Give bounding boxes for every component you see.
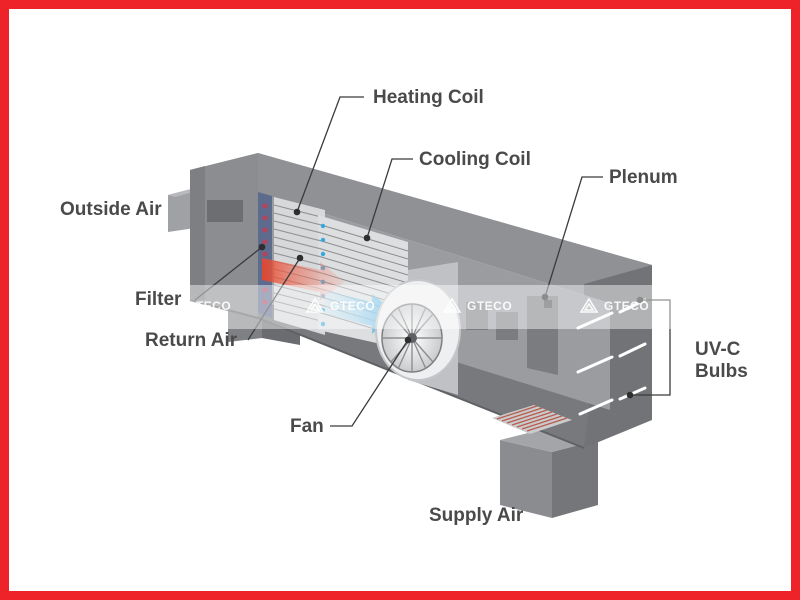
plenum-label: Plenum bbox=[609, 167, 678, 188]
partition-opening bbox=[496, 312, 518, 340]
watermark-text: GTECO bbox=[42, 299, 88, 313]
cooling-coil-label: Cooling Coil bbox=[419, 149, 531, 170]
gteco-logo-icon bbox=[702, 298, 722, 313]
watermark-text: GTECO bbox=[727, 299, 773, 313]
watermark: GTECO bbox=[442, 298, 512, 314]
uv-c-label-line2: Bulbs bbox=[695, 361, 748, 382]
watermark-band bbox=[9, 285, 791, 329]
gteco-logo-icon bbox=[161, 298, 181, 313]
return-air-leader bbox=[247, 257, 301, 341]
callout-dots bbox=[258, 208, 644, 399]
watermark: GTECO bbox=[161, 298, 231, 314]
outside-air-opening bbox=[207, 200, 243, 222]
gteco-logo-icon bbox=[17, 298, 37, 313]
uv-c-leader bbox=[630, 299, 671, 396]
supply-grille bbox=[492, 405, 572, 434]
filter-panel bbox=[258, 192, 272, 318]
plenum-leader bbox=[544, 176, 603, 298]
watermark: GTECO bbox=[579, 298, 649, 314]
plenum-box bbox=[527, 296, 558, 375]
heating-coil-label: Heating Coil bbox=[373, 87, 484, 108]
filter-label: Filter bbox=[135, 289, 182, 310]
fan-leader bbox=[330, 339, 409, 427]
return-air-label: Return Air bbox=[145, 330, 238, 351]
watermark-text: GTECO bbox=[330, 299, 376, 313]
fan-label: Fan bbox=[290, 416, 324, 437]
filter-leader bbox=[194, 246, 263, 301]
watermark: GTECO bbox=[305, 298, 375, 314]
supply-air-duct bbox=[500, 428, 598, 518]
cooling-coil-leader bbox=[366, 158, 413, 239]
watermark: GTECO bbox=[17, 298, 87, 314]
heating-coil-leader bbox=[296, 96, 364, 213]
fan-assembly bbox=[375, 262, 461, 395]
watermark-text: GTECO bbox=[467, 299, 513, 313]
partition-opening bbox=[466, 302, 488, 330]
warm-airflow-arrow bbox=[262, 258, 345, 300]
uv-c-label-line1: UV-C bbox=[695, 339, 741, 360]
outside-air-label: Outside Air bbox=[60, 199, 162, 220]
watermark-text: GTECO bbox=[604, 299, 650, 313]
supply-air-label: Supply Air bbox=[429, 505, 524, 526]
gteco-logo-icon bbox=[579, 298, 599, 313]
watermark-text: GTECO bbox=[186, 299, 232, 313]
callout-lines bbox=[194, 96, 671, 427]
gteco-logo-icon bbox=[305, 298, 325, 313]
uv-c-bulbs-label: UV-C Bulbs bbox=[695, 339, 748, 383]
watermark: GTECO bbox=[702, 298, 772, 314]
gteco-logo-icon bbox=[442, 298, 462, 313]
